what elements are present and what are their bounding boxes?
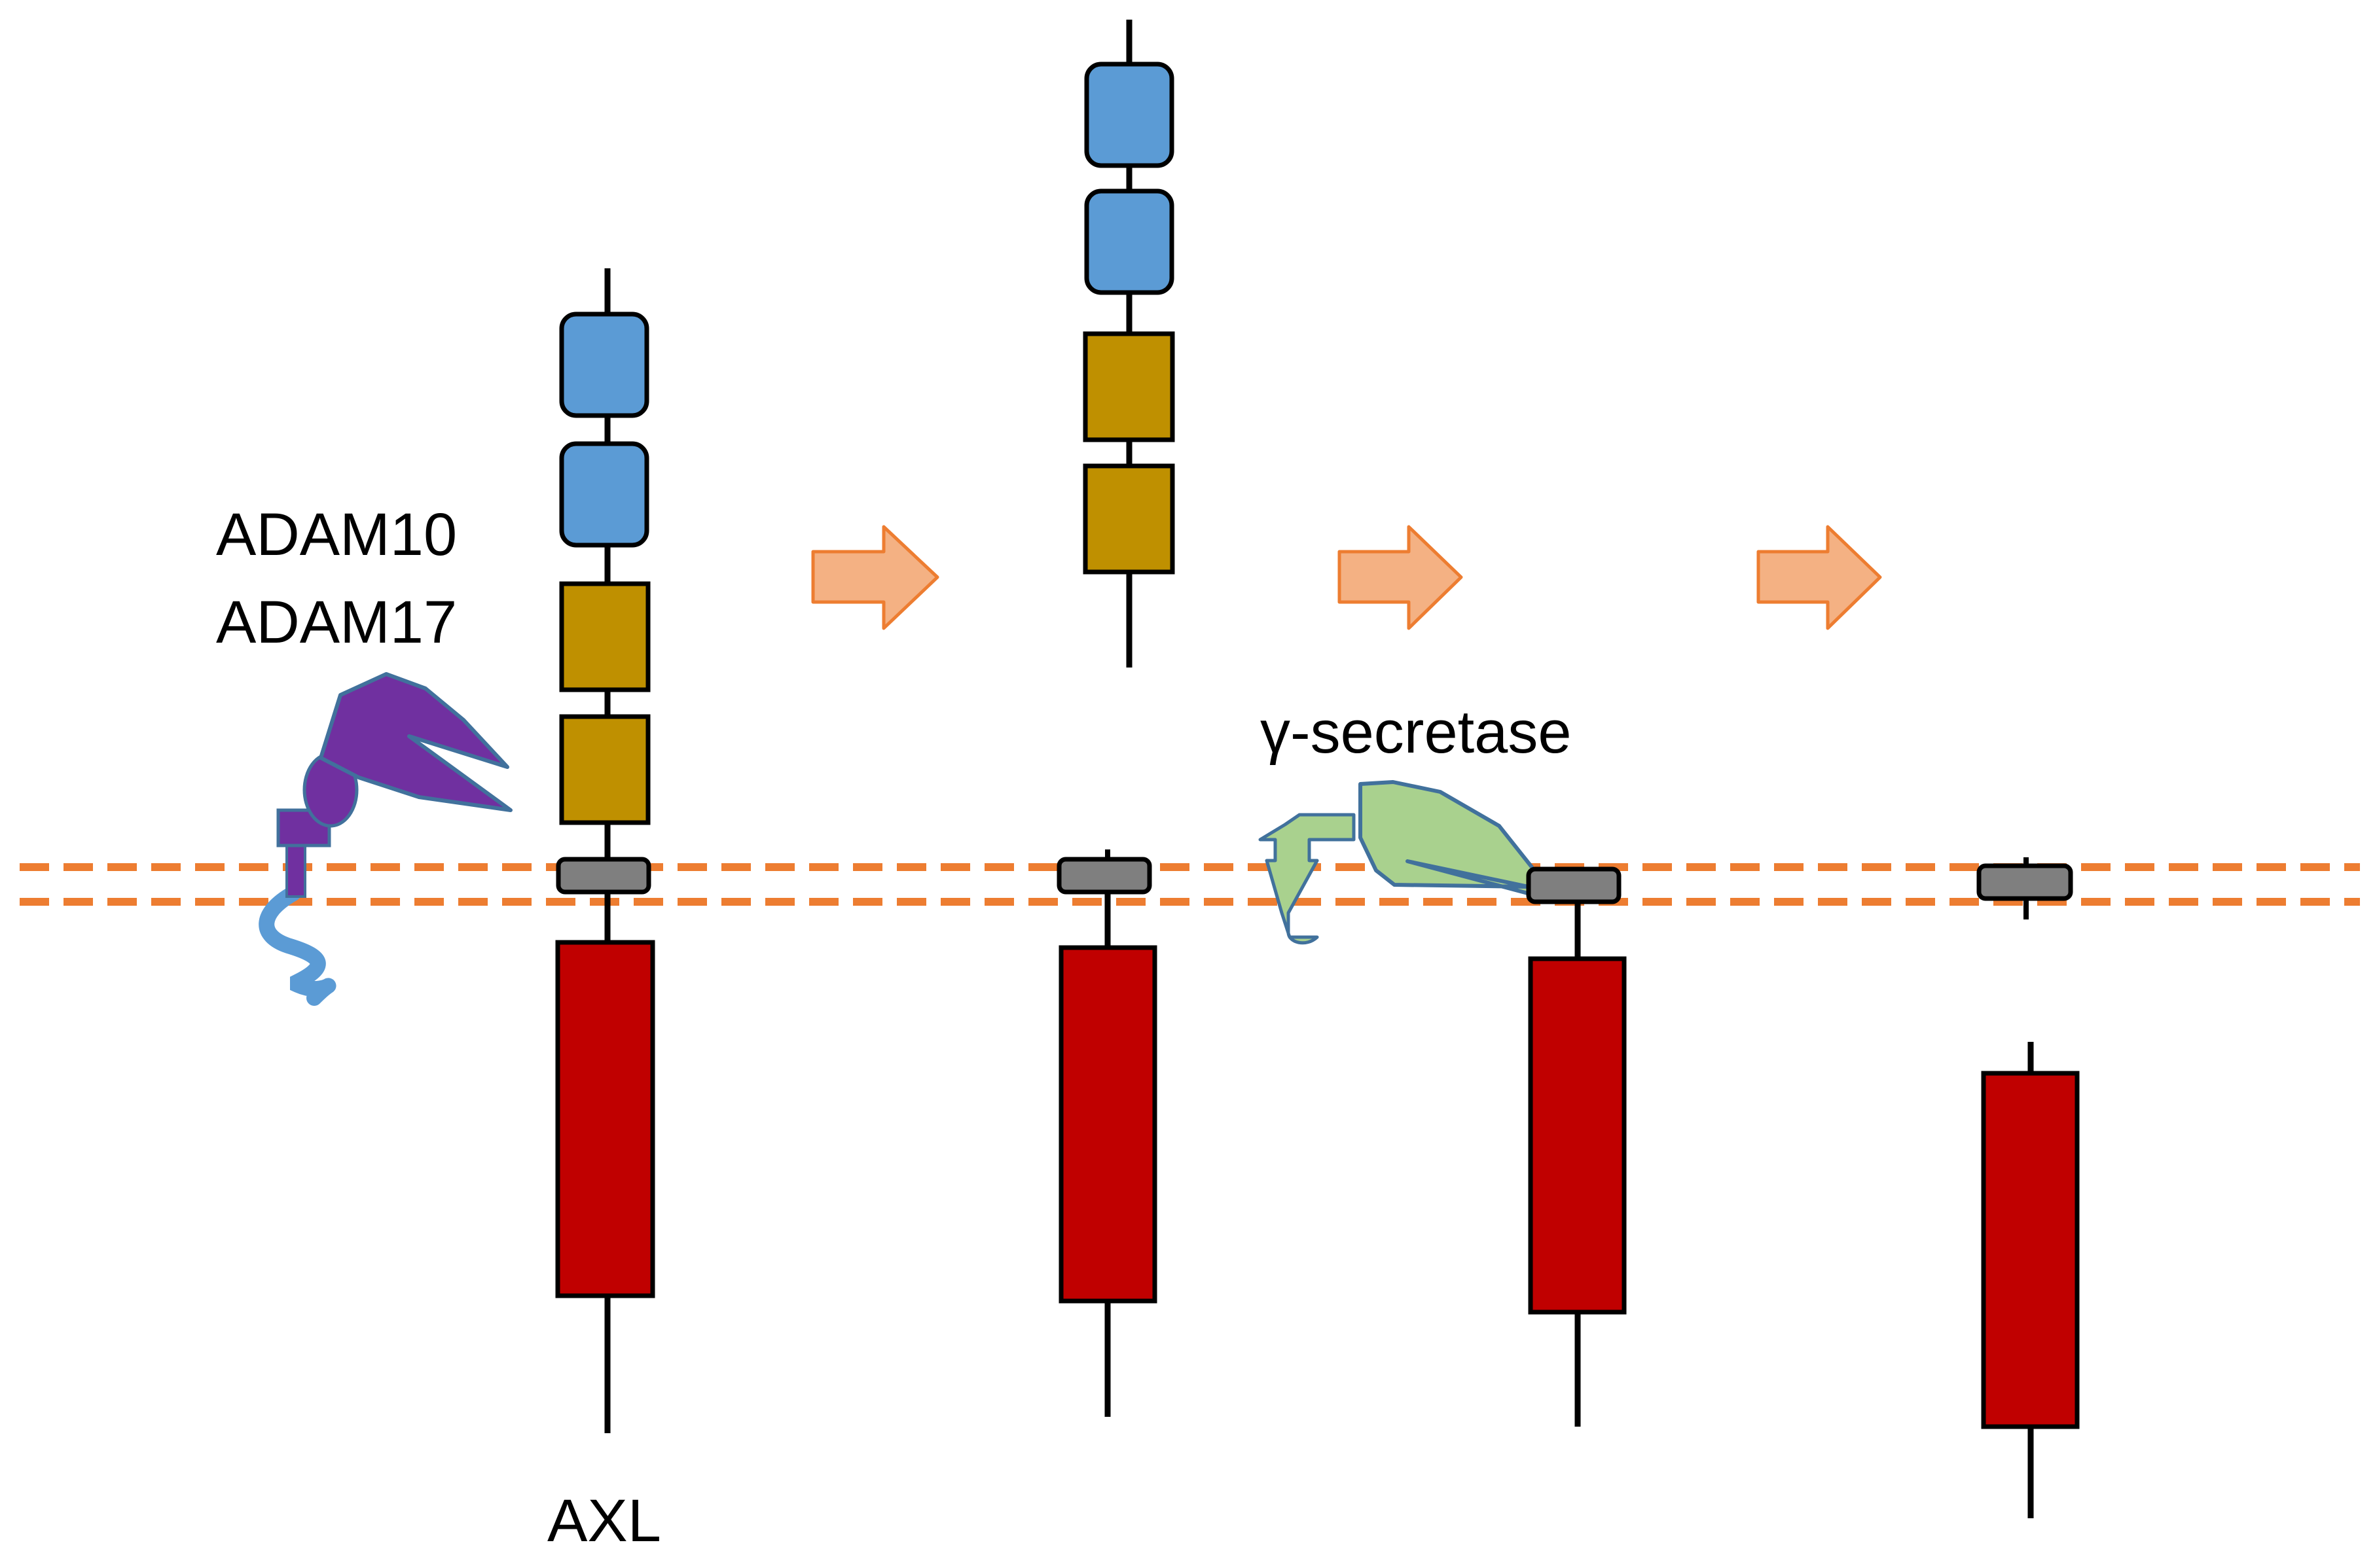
remnant-transmembrane-domain	[1057, 857, 1152, 895]
shed-ig-domain-1	[1084, 62, 1174, 168]
adam-anchor-tail	[259, 885, 336, 1006]
transmembrane-domain	[556, 857, 651, 895]
gamma-secretase-icon	[1358, 780, 1555, 900]
gamma-secretase: γ-secretase	[1258, 699, 1572, 945]
fn-domain-2	[559, 714, 651, 825]
shed-ectodomain	[1083, 20, 1175, 668]
gamma-secretase-label: γ-secretase	[1260, 699, 1572, 766]
axl-label: AXL	[547, 1488, 661, 1554]
axl-intact	[555, 268, 655, 1433]
shed-ig-domain-2	[1084, 188, 1174, 295]
step-arrow-3	[1756, 525, 1882, 630]
shed-fn-domain-2	[1083, 463, 1175, 575]
kinase-domain	[555, 940, 655, 1298]
released-kinase-domain	[1981, 1071, 2080, 1429]
axl-ctf	[1526, 866, 1627, 1427]
axl-membrane-remnant	[1057, 849, 1157, 1417]
adam10-label: ADAM10	[216, 501, 457, 568]
ctf-kinase-domain	[1528, 956, 1627, 1315]
remnant-kinase-domain	[1059, 945, 1157, 1304]
step-arrow-2	[1337, 525, 1463, 630]
axl-released-icd	[1976, 857, 2080, 1518]
step-arrow-1	[811, 525, 939, 630]
ig-domain-1	[559, 312, 649, 418]
adam-transmembrane-stalk	[285, 843, 306, 898]
fn-domain-1	[559, 581, 651, 692]
adam17-label: ADAM17	[216, 589, 457, 656]
residual-transmembrane-domain	[1976, 863, 2073, 901]
gamma-secretase-anchor	[1258, 813, 1356, 945]
adam-protease-icon	[319, 672, 513, 812]
shed-fn-domain-1	[1083, 331, 1175, 442]
cell-membrane	[20, 863, 2360, 906]
ctf-transmembrane-domain	[1526, 866, 1622, 904]
adam-protease: ADAM10 ADAM17	[216, 501, 513, 1006]
ig-domain-2	[559, 441, 649, 548]
